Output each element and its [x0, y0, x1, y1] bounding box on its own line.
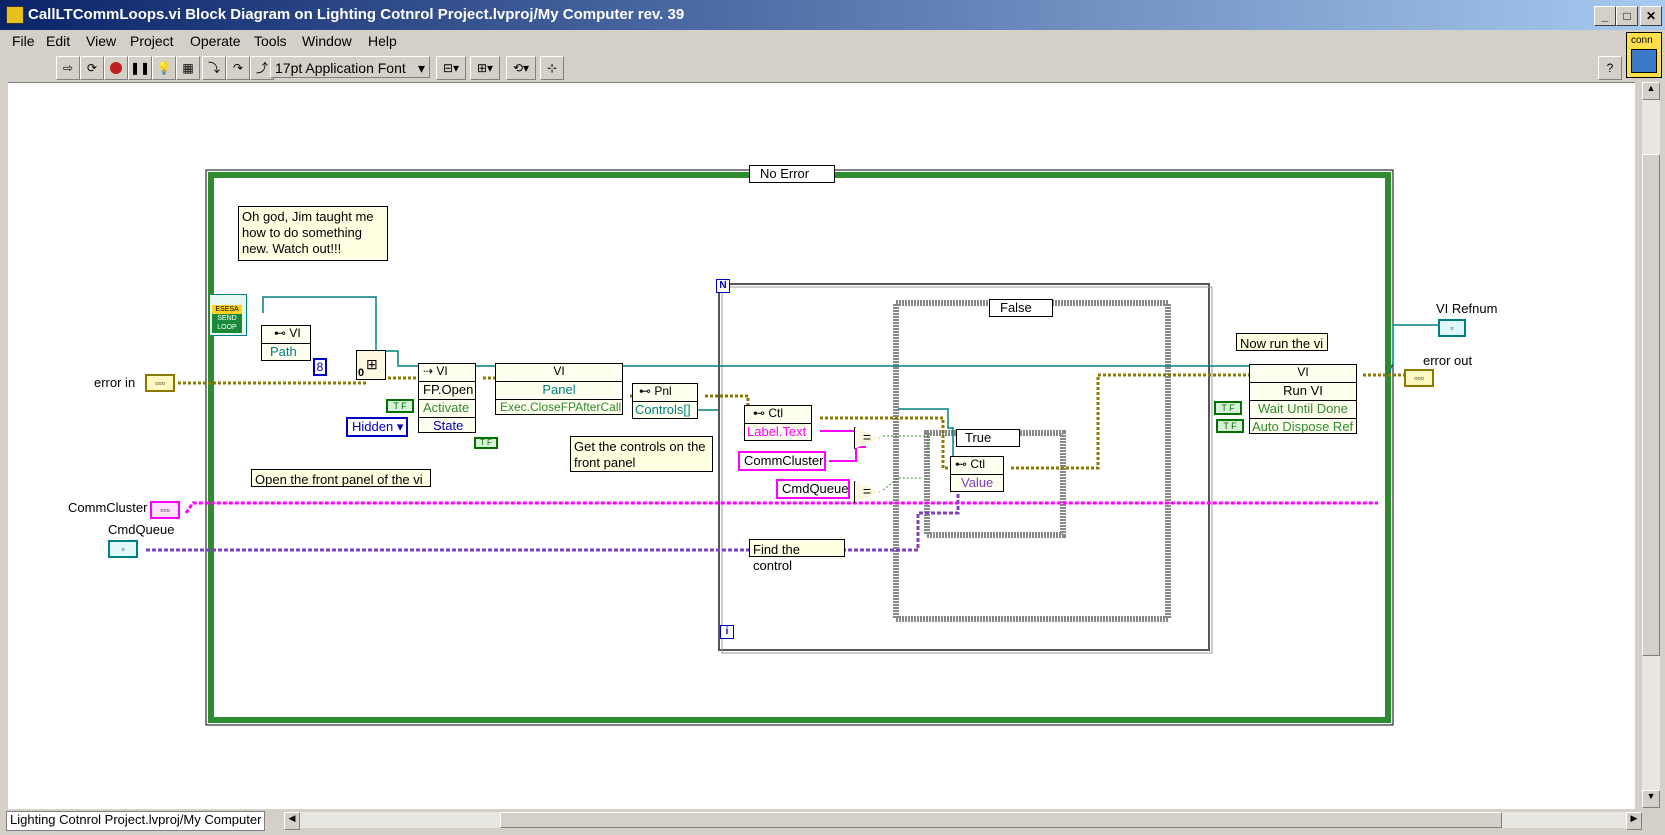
vertical-scrollbar[interactable]: ▲ ▼ — [1642, 82, 1660, 808]
scroll-down-icon[interactable]: ▼ — [1642, 790, 1660, 808]
constant-8[interactable]: 8 — [313, 358, 327, 376]
scroll-up-icon[interactable]: ▲ — [1642, 82, 1660, 100]
case-selector-false[interactable]: False — [989, 299, 1053, 317]
horizontal-scroll-thumb[interactable] — [500, 812, 1502, 828]
for-loop-frame — [718, 283, 1210, 651]
horizontal-scrollbar[interactable] — [300, 812, 1630, 828]
cmd-queue-terminal[interactable]: ▫ — [108, 540, 138, 558]
retain-wire-values-icon[interactable]: ▦ — [176, 56, 200, 80]
comm-cluster-label: CommCluster — [68, 500, 148, 515]
note-get-controls[interactable]: Get the controls on the front panel — [570, 436, 713, 472]
open-vi-reference-function[interactable]: 0 ⊞ — [356, 350, 386, 380]
run-vi-invoke-node[interactable]: VI Run VI Wait Until Done Auto Dispose R… — [1249, 364, 1357, 434]
vi-refnum-terminal[interactable]: ▫ — [1438, 319, 1466, 337]
vi-refnum-label: VI Refnum — [1436, 301, 1498, 316]
case-selector-true[interactable]: True — [956, 429, 1020, 447]
toolbar: ⇨ ⟳ ❚❚ 💡 ▦ ⤵ ↷ ⤴ 17pt Application Font▾ … — [0, 54, 1665, 82]
menu-operate[interactable]: Operate — [190, 33, 241, 49]
note-jim[interactable]: Oh god, Jim taught me how to do somethin… — [238, 206, 388, 261]
highlight-execution-icon[interactable]: 💡 — [152, 56, 176, 80]
connector-pane-icon[interactable]: conn — [1626, 32, 1662, 78]
reorder-icon[interactable]: ⟲▾ — [506, 56, 536, 80]
minimize-button[interactable]: _ — [1594, 6, 1616, 26]
clean-up-diagram-icon[interactable]: ⊹ — [540, 56, 564, 80]
note-open-front-panel[interactable]: Open the front panel of the vi — [251, 469, 431, 487]
comm-cluster-terminal[interactable]: ▫▫▫ — [150, 501, 180, 519]
auto-dispose-true-constant[interactable]: T F — [1216, 419, 1244, 433]
menu-file[interactable]: File — [12, 33, 35, 49]
vi-property-node[interactable]: VI Panel Exec.CloseFPAfterCall — [495, 363, 623, 415]
loop-count-terminal[interactable]: N — [716, 279, 730, 293]
menu-help[interactable]: Help — [368, 33, 397, 49]
run-continuously-icon[interactable]: ⟳ — [80, 56, 104, 80]
maximize-button[interactable]: □ — [1616, 6, 1638, 26]
control-value-property-node[interactable]: ⊷ Ctl Value — [950, 456, 1004, 492]
wait-until-done-true-constant[interactable]: T F — [1214, 401, 1242, 415]
vi-icon-constant[interactable]: ESESA SEND LOOP — [209, 294, 247, 336]
menu-window[interactable]: Window — [302, 33, 352, 49]
case-selector-no-error[interactable]: No Error — [749, 165, 835, 183]
scroll-left-icon[interactable]: ◀ — [284, 812, 300, 830]
font-selector[interactable]: 17pt Application Font▾ — [270, 56, 430, 78]
panel-property-node[interactable]: ⊷ Pnl Controls[] — [632, 383, 698, 419]
wires-layer — [146, 169, 1438, 726]
menu-edit[interactable]: Edit — [46, 33, 71, 49]
control-label-property-node[interactable]: ⊷ Ctl Label.Text — [744, 405, 812, 441]
cmd-queue-label: CmdQueue — [108, 522, 175, 537]
status-bar: Lighting Cotnrol Project.lvproj/My Compu… — [0, 808, 1665, 832]
error-in-label: error in — [94, 375, 136, 390]
error-out-terminal[interactable]: ▫▫▫ — [1404, 369, 1434, 387]
inner-case-frame — [893, 300, 1171, 622]
loop-iteration-terminal[interactable]: i — [720, 625, 734, 639]
close-fp-true-constant[interactable]: T F — [474, 437, 498, 449]
comm-cluster-string-constant[interactable]: CommCluster — [738, 451, 826, 471]
chevron-down-icon: ▾ — [417, 60, 425, 76]
vertical-scroll-thumb[interactable] — [1642, 154, 1660, 656]
cmd-queue-string-constant[interactable]: CmdQueue — [776, 479, 850, 499]
step-into-icon[interactable]: ⤵ — [202, 56, 226, 80]
distribute-objects-icon[interactable]: ⊞▾ — [470, 56, 500, 80]
menu-tools[interactable]: Tools — [254, 33, 287, 49]
window-title: CallLTCommLoops.vi Block Diagram on Ligh… — [28, 6, 685, 23]
labview-app-icon — [6, 6, 24, 24]
error-out-label: error out — [1423, 353, 1473, 368]
menu-project[interactable]: Project — [130, 33, 174, 49]
scroll-right-icon[interactable]: ▶ — [1626, 812, 1642, 830]
close-button[interactable]: ✕ — [1640, 6, 1662, 26]
title-bar: CallLTCommLoops.vi Block Diagram on Ligh… — [0, 0, 1665, 30]
note-find-control[interactable]: Find the control — [749, 539, 845, 573]
menu-view[interactable]: View — [86, 33, 117, 49]
run-arrow-icon[interactable]: ⇨ — [56, 56, 80, 80]
menu-bar: File Edit View Project Operate Tools Win… — [0, 30, 1665, 78]
open-vi-reference-node[interactable]: ⊷ VI Path — [261, 325, 311, 361]
help-button[interactable]: ? — [1598, 56, 1622, 80]
block-diagram[interactable]: No Error False True N i Oh god, Jim taug… — [8, 82, 1635, 809]
hidden-enum-constant[interactable]: Hidden ▾ — [346, 417, 408, 437]
function-grid-icon: ⊞ — [366, 356, 378, 372]
step-over-icon[interactable]: ↷ — [226, 56, 250, 80]
align-objects-icon[interactable]: ⊟▾ — [436, 56, 466, 80]
fp-open-invoke-node[interactable]: ⇢ VI FP.Open Activate State — [418, 363, 476, 433]
project-context: Lighting Cotnrol Project.lvproj/My Compu… — [6, 811, 266, 831]
error-in-terminal[interactable]: ▫▫▫ — [145, 374, 175, 392]
note-run-vi[interactable]: Now run the vi — [1236, 333, 1328, 351]
abort-icon[interactable] — [104, 56, 128, 80]
activate-true-constant[interactable]: T F — [386, 399, 414, 413]
pause-icon[interactable]: ❚❚ — [128, 56, 152, 80]
